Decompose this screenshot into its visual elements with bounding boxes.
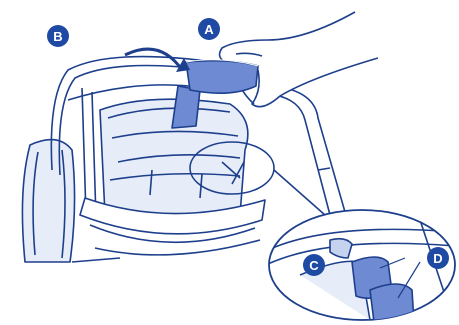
seat-body [99,98,249,225]
callout-d-label: D [433,251,442,266]
handle-bar [274,87,346,216]
callout-b-label: B [53,29,62,44]
tray-part-a [171,59,259,129]
left-side-panel [21,138,76,263]
rotation-arrow [124,47,190,72]
callout-b: B [47,25,69,47]
base-frame [71,239,261,263]
callout-c-label: C [309,258,319,273]
callout-c: C [303,254,325,276]
tray-bar [79,197,266,244]
detail-view [268,209,456,321]
callout-a: A [198,18,220,40]
callout-a-label: A [204,22,214,37]
magnify-source-circle [189,141,326,216]
callout-d: D [427,247,449,269]
